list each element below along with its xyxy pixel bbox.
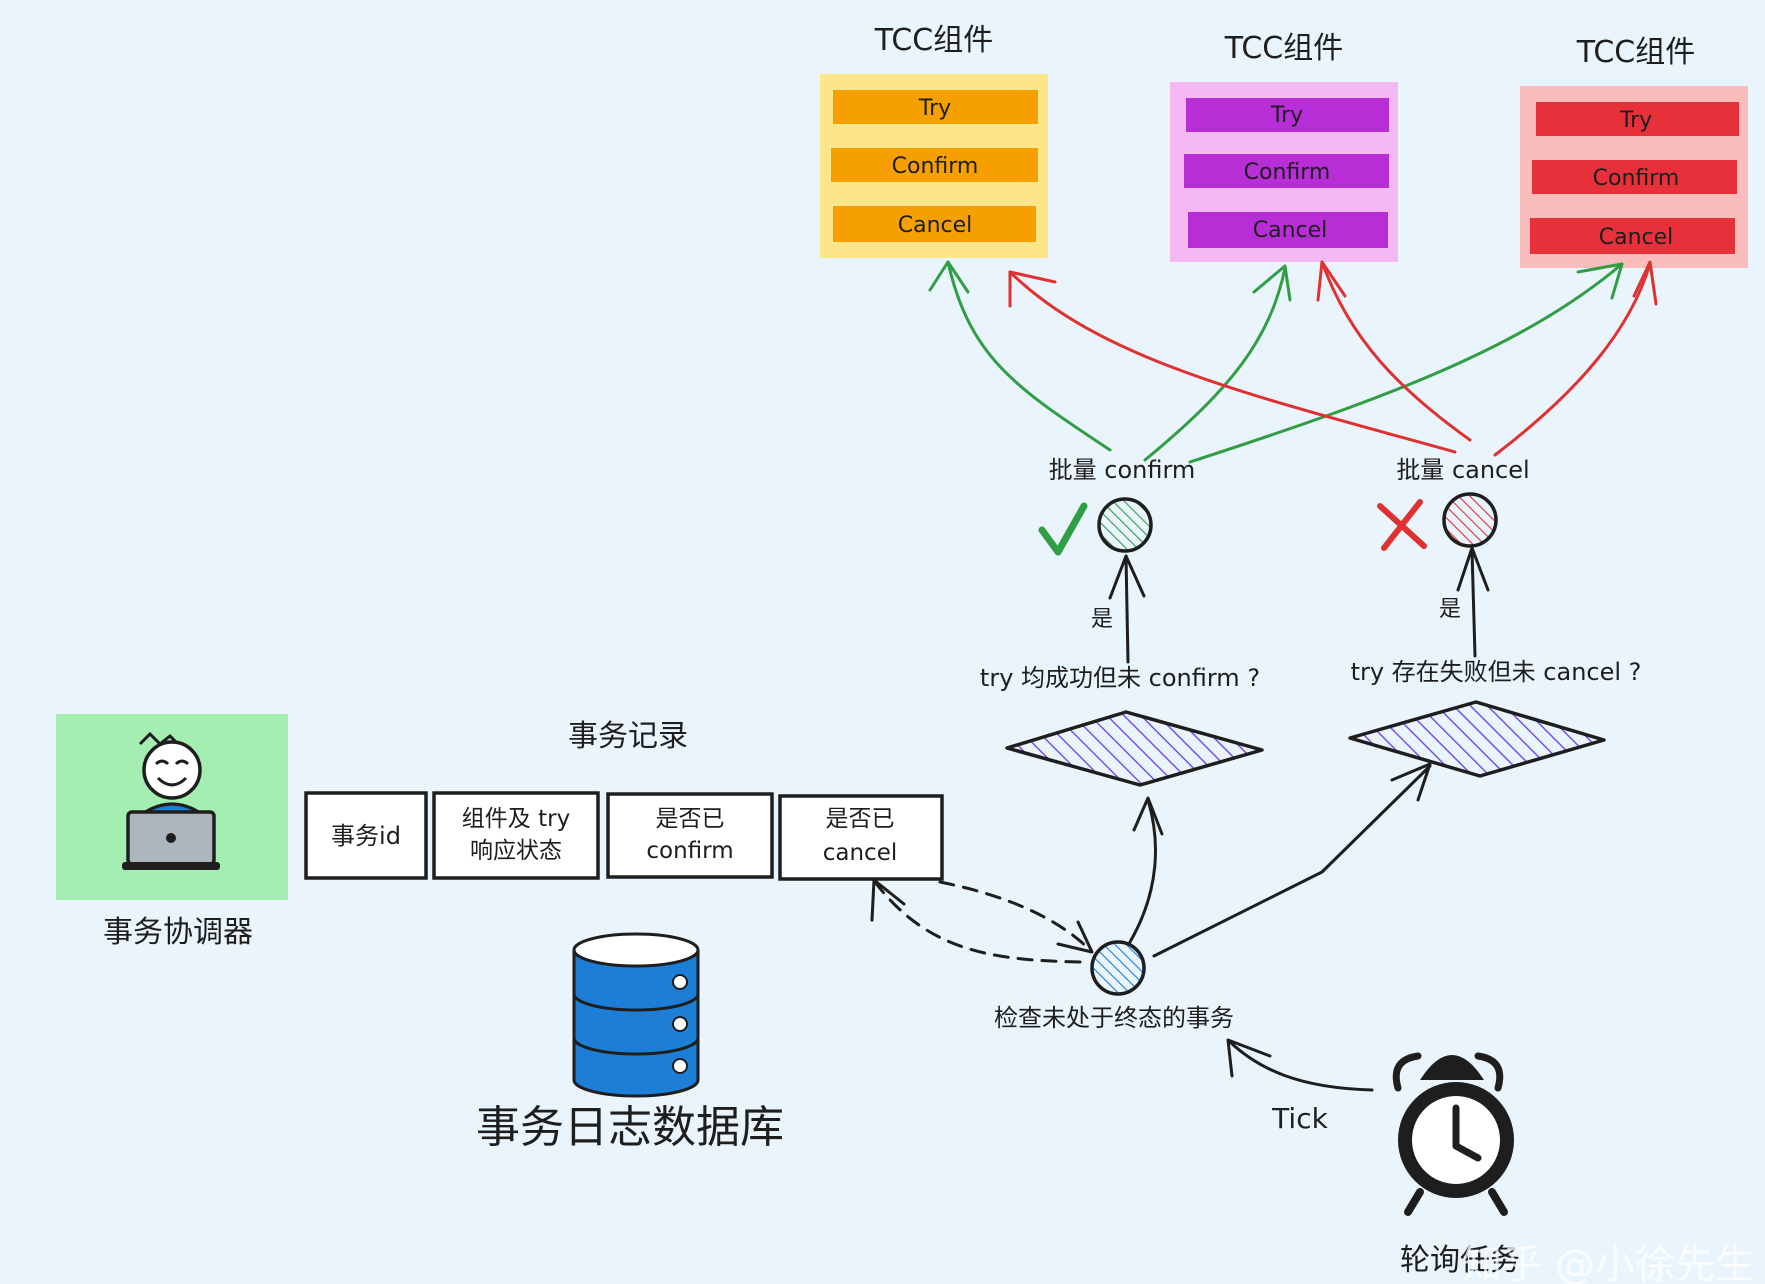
tcc-component-1-confirm-label: Confirm — [892, 154, 979, 179]
yes-label-confirm: 是 — [1091, 607, 1113, 632]
cross-icon — [1377, 499, 1427, 551]
check-icon — [1038, 502, 1088, 556]
tcc-component-1-title: TCC组件 — [874, 23, 993, 58]
cancel-arrow-1-head — [1008, 270, 1057, 308]
record-field-2-line2: 响应状态 — [470, 838, 562, 864]
coordinator: 事务协调器 — [56, 714, 288, 950]
tcc-component-3-confirm-bar — [1532, 160, 1737, 194]
batch-confirm-label: 批量 confirm — [1049, 456, 1196, 484]
cancel-arrow-to-component-2 — [1320, 260, 1472, 442]
confirm-arrow-3-head — [1576, 262, 1624, 300]
confirm-arrow-to-component-1 — [946, 260, 1112, 452]
tcc-component-2-cancel-bar — [1188, 212, 1388, 248]
tcc-component-1-cancel-label: Cancel — [898, 213, 973, 238]
timer-label: 轮询任务 — [1400, 1243, 1520, 1278]
tcc-component-2-cancel-label: Cancel — [1253, 218, 1328, 243]
confirm-arrows — [928, 260, 1624, 464]
confirm-arrow-to-component-2 — [1143, 266, 1287, 462]
batch-cancel-label: 批量 cancel — [1396, 456, 1529, 484]
coordinator-label: 事务协调器 — [103, 915, 253, 950]
record-field-1-box — [304, 791, 428, 880]
alarm-clock-icon — [1392, 1052, 1514, 1216]
record-field-4-line2: cancel — [823, 840, 898, 866]
watermark: 知乎 @小徐先生 — [1462, 1242, 1755, 1284]
tcc-component-3-try-label: Try — [1619, 108, 1652, 133]
tcc-component-1-try-label: Try — [918, 96, 951, 121]
tcc-component-2-confirm-label: Confirm — [1244, 160, 1331, 185]
tcc-component-3-confirm-label: Confirm — [1593, 166, 1680, 191]
tcc-component-2-try-label: Try — [1270, 103, 1303, 128]
record-field-4-line1: 是否已 — [826, 806, 895, 832]
decision-diamond-confirm — [1005, 710, 1264, 787]
tcc-component-1-confirm-bar — [831, 148, 1038, 182]
record-field-4-box — [778, 794, 944, 881]
tcc-component-1: TCC组件 Try Confirm Cancel — [820, 23, 1048, 258]
confirm-arrow-to-component-3 — [1188, 262, 1624, 464]
dashed-arrow-head-to-check — [1056, 920, 1094, 954]
tcc-component-2: TCC组件 Try Confirm Cancel — [1170, 31, 1398, 262]
record-field-1-label: 事务id — [331, 822, 401, 850]
record-field-3-line1: 是否已 — [656, 806, 725, 832]
condition-confirm-label: try 均成功但未 confirm ? — [980, 664, 1260, 692]
tcc-component-3: TCC组件 Try Confirm Cancel — [1520, 35, 1748, 268]
transaction-record: 事务记录 事务id 组件及 try 响应状态 是否已 confirm 是否已 c… — [304, 719, 944, 881]
coordinator-person-icon — [122, 731, 220, 870]
confirm-arrow-2-head — [1252, 264, 1292, 302]
record-field-3-line2: confirm — [646, 838, 733, 864]
decision-diamond-cancel — [1348, 700, 1606, 778]
record-field-2-box — [432, 791, 600, 880]
tcc-component-2-title: TCC组件 — [1224, 31, 1343, 66]
tick-arrow — [1226, 1038, 1374, 1092]
cancel-arrow-to-component-1 — [1008, 270, 1457, 454]
cancel-arrow-2-head — [1316, 260, 1347, 302]
record-title: 事务记录 — [568, 719, 688, 754]
tcc-component-1-try-bar — [833, 90, 1038, 124]
tcc-component-3-cancel-bar — [1530, 218, 1735, 254]
confirm-arrow-1-head — [928, 260, 970, 294]
record-field-3-box — [606, 792, 774, 879]
check-to-diamond-arrows — [1128, 762, 1432, 958]
tcc-component-2-confirm-bar — [1184, 154, 1389, 188]
database-icon — [572, 932, 700, 1098]
check-label: 检查未处于终态的事务 — [994, 1004, 1234, 1032]
cancel-arrow-3-head — [1632, 260, 1658, 306]
condition-cancel-label: try 存在失败但未 cancel ? — [1351, 658, 1642, 686]
tcc-component-3-try-bar — [1536, 102, 1739, 136]
tick-label: Tick — [1271, 1102, 1328, 1135]
tcc-component-3-cancel-label: Cancel — [1599, 225, 1674, 250]
database-label: 事务日志数据库 — [476, 1102, 784, 1153]
batch-confirm-node — [1097, 497, 1153, 553]
dashed-arrow-head-to-record — [870, 878, 906, 922]
cancel-arrow-to-component-3 — [1493, 262, 1652, 457]
cancel-arrows — [1008, 260, 1658, 457]
record-field-2-line1: 组件及 try — [462, 806, 570, 832]
batch-cancel-node — [1442, 492, 1498, 548]
tcc-component-1-cancel-bar — [833, 206, 1036, 242]
tcc-component-2-try-bar — [1186, 98, 1389, 132]
yes-label-cancel: 是 — [1439, 597, 1461, 622]
record-check-dashed-arrows — [873, 880, 1092, 964]
check-node — [1090, 940, 1146, 996]
yes-arrows — [1108, 546, 1490, 664]
tcc-component-3-title: TCC组件 — [1576, 35, 1695, 70]
